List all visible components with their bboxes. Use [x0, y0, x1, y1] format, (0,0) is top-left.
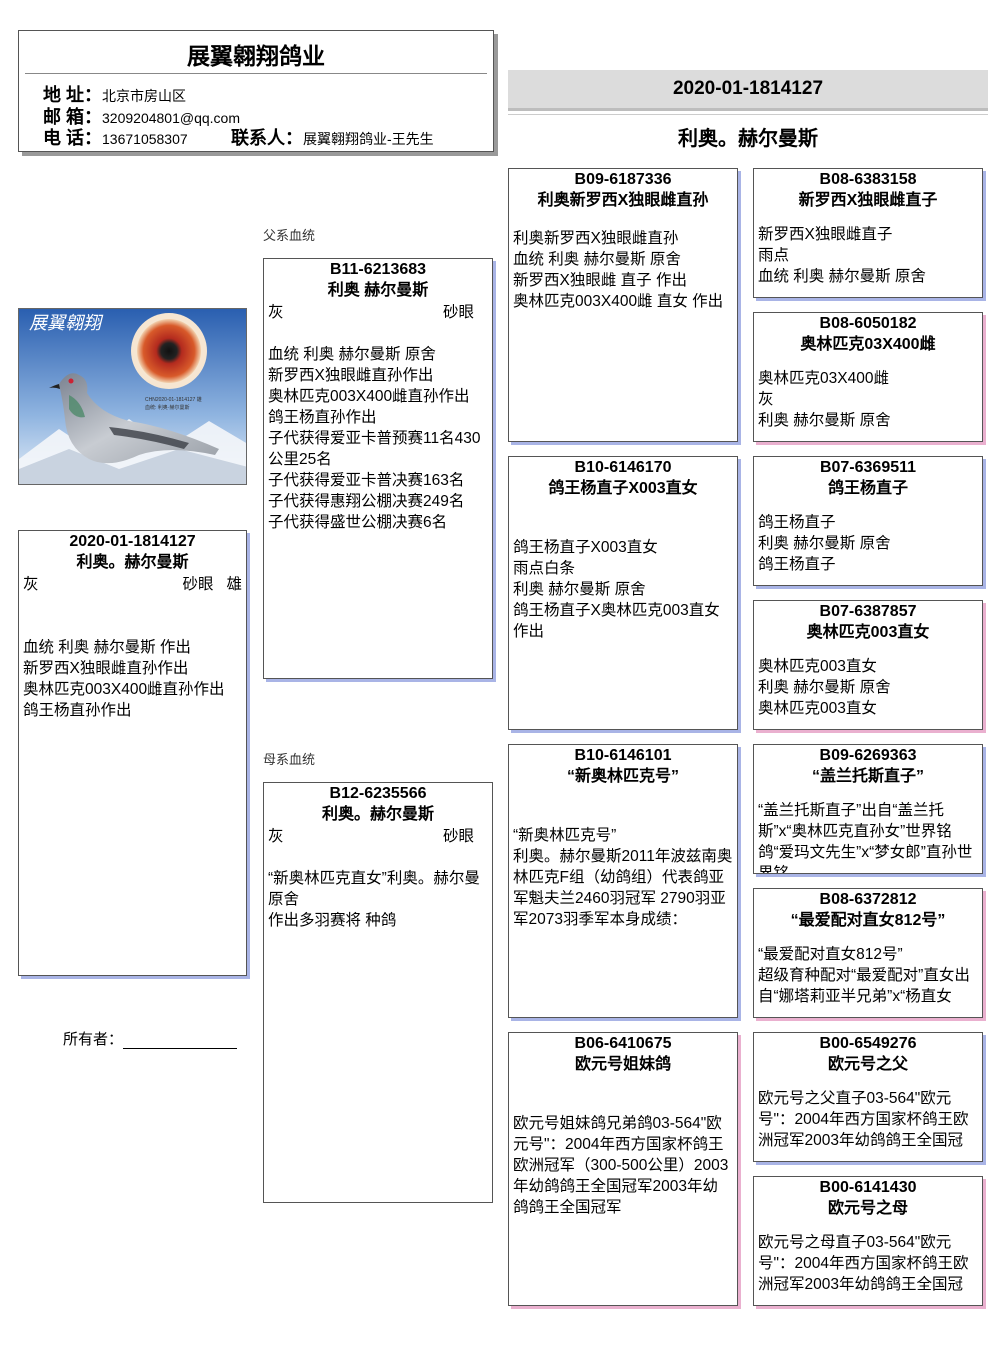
subject-sex: 雄 — [226, 576, 242, 593]
sire-side-label: 父系血统 — [263, 225, 315, 244]
title-underline — [508, 114, 988, 115]
dsd-name: “最爱配对直女812号” — [754, 910, 982, 932]
dam-sire-ring: B10-6146101 — [509, 746, 737, 766]
ddd-name: 欧元号之母 — [754, 1198, 982, 1220]
address-label: 地 址： — [43, 85, 102, 105]
dds-card: B00-6549276 欧元号之父 欧元号之父直子03-564"欧元号"：200… — [753, 1032, 983, 1162]
dam-eye: 砂眼 — [443, 826, 474, 847]
dsd-ring: B08-6372812 — [754, 890, 982, 910]
dss-card: B09-6269363 “盖兰托斯直子” “盖兰托斯直子”出自“盖兰托斯”x“奥… — [753, 744, 983, 874]
photo-caption-title: 展翼翱翔 — [29, 313, 104, 334]
contact-row: 联系人：展翼翱翔鸽业-王先生 — [231, 128, 434, 149]
sdd-ring: B07-6387857 — [754, 602, 982, 622]
photo-caption-small2: 血统: 利奥·赫尔曼斯 — [145, 404, 189, 411]
sds-card: B07-6369511 鸽王杨直子 鸽王杨直子 利奥 赫尔曼斯 原舍 鸽王杨直子 — [753, 456, 983, 586]
sds-notes: 鸽王杨直子 利奥 赫尔曼斯 原舍 鸽王杨直子 — [754, 512, 982, 575]
sss-ring: B08-6383158 — [754, 170, 982, 190]
address-value: 北京市房山区 — [102, 88, 186, 104]
dam-notes: “新奥林匹克直女”利奥。赫尔曼原舍 作出多羽赛将 种鸽 — [264, 868, 492, 931]
dam-sire-card: B10-6146101 “新奥林匹克号” “新奥林匹克号” 利奥。赫尔曼斯201… — [508, 744, 738, 1018]
dam-dam-name: 欧元号姐妹鸽 — [509, 1054, 737, 1076]
ddd-card: B00-6141430 欧元号之母 欧元号之母直子03-564"欧元号"：200… — [753, 1176, 983, 1306]
phone-label: 电 话： — [43, 128, 102, 148]
photo-caption-small: CHN2020-01-1814127 雄 — [145, 396, 202, 403]
dam-ring: B12-6235566 — [264, 784, 492, 804]
subject-ring: 2020-01-1814127 — [19, 532, 246, 552]
owner-row: 所有者： — [63, 1028, 237, 1049]
sire-card: B11-6213683 利奥 赫尔曼斯 灰 砂眼 血统 利奥 赫尔曼斯 原舍 新… — [263, 258, 493, 679]
dds-ring: B00-6549276 — [754, 1034, 982, 1054]
sire-dam-name: 鸽王杨直子X003直女 — [509, 478, 737, 500]
subject-name: 利奥。赫尔曼斯 — [19, 552, 246, 574]
phone-value: 13671058307 — [102, 131, 188, 147]
dam-sire-name: “新奥林匹克号” — [509, 766, 737, 788]
sire-attrs: 灰 砂眼 — [264, 302, 492, 323]
ddd-ring: B00-6141430 — [754, 1178, 982, 1198]
title-ring: 2020-01-1814127 — [508, 70, 988, 108]
ddd-notes: 欧元号之母直子03-564"欧元号"：2004年西方国家杯鸽王欧洲冠军2003年… — [754, 1232, 982, 1295]
title-name: 利奥。赫尔曼斯 — [508, 122, 988, 151]
dss-name: “盖兰托斯直子” — [754, 766, 982, 788]
owner-label: 所有者： — [63, 1028, 123, 1049]
sire-sire-notes: 利奥新罗西X独眼雌直孙 血统 利奥 赫尔曼斯 原舍 新罗西X独眼雌 直子 作出 … — [509, 228, 737, 312]
sire-sire-ring: B09-6187336 — [509, 170, 737, 190]
dam-color: 灰 — [268, 826, 284, 847]
title-bar: 2020-01-1814127 — [508, 70, 988, 111]
ssd-name: 奥林匹克03X400雌 — [754, 334, 982, 356]
sss-name: 新罗西X独眼雌直子 — [754, 190, 982, 212]
sire-dam-card: B10-6146170 鸽王杨直子X003直女 鸽王杨直子X003直女 雨点白条… — [508, 456, 738, 730]
contact-value: 展翼翱翔鸽业-王先生 — [303, 131, 434, 147]
sire-ring: B11-6213683 — [264, 260, 492, 280]
ssd-notes: 奥林匹克03X400雌 灰 利奥 赫尔曼斯 原舍 — [754, 368, 982, 431]
dsd-notes: “最爱配对直女812号” 超级育种配对“最爱配对”直女出自“娜塔莉亚半兄弟”x“… — [754, 944, 982, 1007]
ssd-ring: B08-6050182 — [754, 314, 982, 334]
header-box: 展翼翱翔鸽业 地 址：北京市房山区 邮 箱：3209204801@qq.com … — [18, 30, 494, 152]
header-divider — [25, 73, 487, 74]
subject-card: 2020-01-1814127 利奥。赫尔曼斯 灰 砂眼 雄 血统 利奥 赫尔曼… — [18, 530, 247, 976]
dam-sire-notes: “新奥林匹克号” 利奥。赫尔曼斯2011年波兹南奥林匹克F组（幼鸽组）代表鸽亚军… — [509, 825, 737, 930]
sds-ring: B07-6369511 — [754, 458, 982, 478]
address-row: 地 址：北京市房山区 — [43, 85, 186, 106]
sire-notes: 血统 利奥 赫尔曼斯 原舍 新罗西X独眼雌直孙作出 奥林匹克003X400雌直孙… — [264, 344, 492, 533]
ssd-card: B08-6050182 奥林匹克03X400雌 奥林匹克03X400雌 灰 利奥… — [753, 312, 983, 442]
sss-notes: 新罗西X独眼雌直子 雨点 血统 利奥 赫尔曼斯 原舍 — [754, 224, 982, 287]
sss-card: B08-6383158 新罗西X独眼雌直子 新罗西X独眼雌直子 雨点 血统 利奥… — [753, 168, 983, 298]
subject-color: 灰 — [23, 574, 39, 595]
sire-dam-ring: B10-6146170 — [509, 458, 737, 478]
sire-dam-notes: 鸽王杨直子X003直女 雨点白条 利奥 赫尔曼斯 原舍 鸽王杨直子X奥林匹克00… — [509, 537, 737, 642]
subject-eye: 砂眼 — [183, 576, 214, 593]
dam-name: 利奥。赫尔曼斯 — [264, 804, 492, 826]
sdd-notes: 奥林匹克003直女 利奥 赫尔曼斯 原舍 奥林匹克003直女 — [754, 656, 982, 719]
sire-eye: 砂眼 — [443, 302, 474, 323]
pigeon-photo-image: 展翼翱翔 CHN2020-01-1814127 雄 血统: 利奥·赫尔曼斯 — [19, 309, 247, 485]
sire-color: 灰 — [268, 302, 284, 323]
dam-side-label: 母系血统 — [263, 749, 315, 768]
dds-notes: 欧元号之父直子03-564"欧元号"：2004年西方国家杯鸽王欧洲冠军2003年… — [754, 1088, 982, 1151]
sdd-card: B07-6387857 奥林匹克003直女 奥林匹克003直女 利奥 赫尔曼斯 … — [753, 600, 983, 730]
subject-attrs: 灰 砂眼 雄 — [19, 574, 246, 595]
email-value: 3209204801@qq.com — [102, 110, 240, 126]
dam-card: B12-6235566 利奥。赫尔曼斯 灰 砂眼 “新奥林匹克直女”利奥。赫尔曼… — [263, 782, 493, 1203]
dsd-card: B08-6372812 “最爱配对直女812号” “最爱配对直女812号” 超级… — [753, 888, 983, 1018]
dam-dam-ring: B06-6410675 — [509, 1034, 737, 1054]
sdd-name: 奥林匹克003直女 — [754, 622, 982, 644]
email-label: 邮 箱： — [43, 107, 102, 127]
dss-notes: “盖兰托斯直子”出自“盖兰托斯”x“奥林匹克直孙女”世界铭鸽“爱玛文先生”x“梦… — [754, 800, 982, 874]
sire-sire-name: 利奥新罗西X独眼雌直孙 — [509, 190, 737, 212]
dam-dam-notes: 欧元号姐妹鸽兄弟鸽03-564"欧元号"：2004年西方国家杯鸽王欧洲冠军（30… — [509, 1113, 737, 1218]
dds-name: 欧元号之父 — [754, 1054, 982, 1076]
phone-row: 电 话：13671058307 — [43, 128, 188, 149]
dam-dam-card: B06-6410675 欧元号姐妹鸽 欧元号姐妹鸽兄弟鸽03-564"欧元号"：… — [508, 1032, 738, 1306]
dam-attrs: 灰 砂眼 — [264, 826, 492, 847]
sire-sire-card: B09-6187336 利奥新罗西X独眼雌直孙 利奥新罗西X独眼雌直孙 血统 利… — [508, 168, 738, 442]
company-name: 展翼翱翔鸽业 — [19, 37, 493, 71]
email-row: 邮 箱：3209204801@qq.com — [43, 107, 240, 128]
sire-name: 利奥 赫尔曼斯 — [264, 280, 492, 302]
pigeon-photo: 展翼翱翔 CHN2020-01-1814127 雄 血统: 利奥·赫尔曼斯 — [18, 308, 247, 485]
dss-ring: B09-6269363 — [754, 746, 982, 766]
contact-label: 联系人： — [231, 128, 303, 148]
sds-name: 鸽王杨直子 — [754, 478, 982, 500]
subject-notes: 血统 利奥 赫尔曼斯 作出 新罗西X独眼雌直孙作出 奥林匹克003X400雌直孙… — [19, 637, 246, 721]
owner-signature-line — [123, 1032, 237, 1049]
